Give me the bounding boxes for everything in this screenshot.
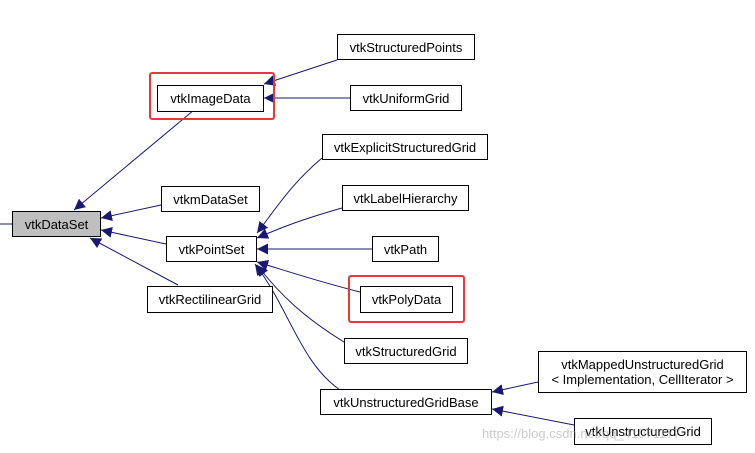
edge-pointset-to-dataset bbox=[100, 226, 167, 245]
node-vtkexplicitstructuredgrid[interactable]: vtkExplicitStructuredGrid bbox=[322, 134, 488, 160]
node-vtklabelhierarchy[interactable]: vtkLabelHierarchy bbox=[342, 185, 469, 211]
node-vtkdataset[interactable]: vtkDataSet bbox=[12, 211, 101, 237]
node-vtkstructuredpoints[interactable]: vtkStructuredPoints bbox=[337, 34, 475, 60]
node-label: vtkStructuredPoints bbox=[349, 39, 463, 55]
node-vtkimagedata[interactable]: vtkImageData bbox=[157, 85, 264, 112]
highlight-box-vtkpolydata bbox=[348, 275, 465, 323]
edge-imagedata-to-dataset bbox=[73, 109, 195, 211]
edge-structuredpoints-to-imagedata bbox=[263, 59, 338, 86]
edge-unstructuredgridbase-to-pointset bbox=[254, 263, 341, 391]
highlight-box-vtkimagedata bbox=[149, 72, 275, 120]
node-vtkunstructuredgridbase[interactable]: vtkUnstructuredGridBase bbox=[320, 389, 492, 415]
node-label: vtkUniformGrid bbox=[362, 90, 450, 106]
node-vtkmdataset[interactable]: vtkmDataSet bbox=[161, 186, 260, 212]
node-label: vtkPointSet bbox=[178, 241, 245, 257]
edge-unstructuredgrid-to-unstructuredgridbase bbox=[491, 405, 575, 426]
edge-rectilineargrid-to-dataset bbox=[89, 237, 179, 286]
node-vtkunstructuredgrid[interactable]: vtkUnstructuredGrid bbox=[574, 418, 712, 445]
node-label: vtkUnstructuredGridBase bbox=[333, 394, 479, 410]
node-label-line1: vtkMappedUnstructuredGrid bbox=[561, 357, 724, 372]
node-label: vtkExplicitStructuredGrid bbox=[333, 139, 477, 155]
node-label: vtkImageData bbox=[170, 91, 251, 106]
node-vtkrectilineargrid[interactable]: vtkRectilinearGrid bbox=[147, 286, 273, 313]
node-label: vtkmDataSet bbox=[173, 191, 248, 207]
edge-vtkmdataset-to-dataset bbox=[100, 204, 162, 222]
node-label: vtkUnstructuredGrid bbox=[585, 424, 701, 439]
node-label: vtkLabelHierarchy bbox=[353, 190, 458, 206]
node-label: vtkStructuredGrid bbox=[355, 343, 457, 359]
node-vtkstructuredgrid[interactable]: vtkStructuredGrid bbox=[344, 338, 468, 364]
node-vtkmappedunstructuredgrid[interactable]: vtkMappedUnstructuredGrid < Implementati… bbox=[538, 351, 747, 393]
edge-labelhierarchy-to-pointset bbox=[256, 207, 343, 239]
node-vtkpath[interactable]: vtkPath bbox=[372, 236, 439, 262]
node-vtkpolydata[interactable]: vtkPolyData bbox=[360, 286, 453, 313]
node-label: vtkDataSet bbox=[24, 216, 89, 232]
node-label: vtkPath bbox=[383, 241, 428, 257]
edge-explicitstructuredgrid-to-pointset bbox=[256, 157, 323, 234]
watermark-text: https://blog.csdn.net/qq_41071177 bbox=[482, 426, 681, 441]
node-label: vtkRectilinearGrid bbox=[158, 292, 262, 307]
node-vtkpointset[interactable]: vtkPointSet bbox=[166, 236, 257, 262]
edge-mappedunstructuredgrid-to-unstructuredgridbase bbox=[491, 381, 539, 396]
node-label: vtkPolyData bbox=[371, 292, 442, 307]
node-vtkuniformgrid[interactable]: vtkUniformGrid bbox=[350, 85, 462, 111]
node-label-line2: < Implementation, CellIterator > bbox=[551, 372, 734, 387]
